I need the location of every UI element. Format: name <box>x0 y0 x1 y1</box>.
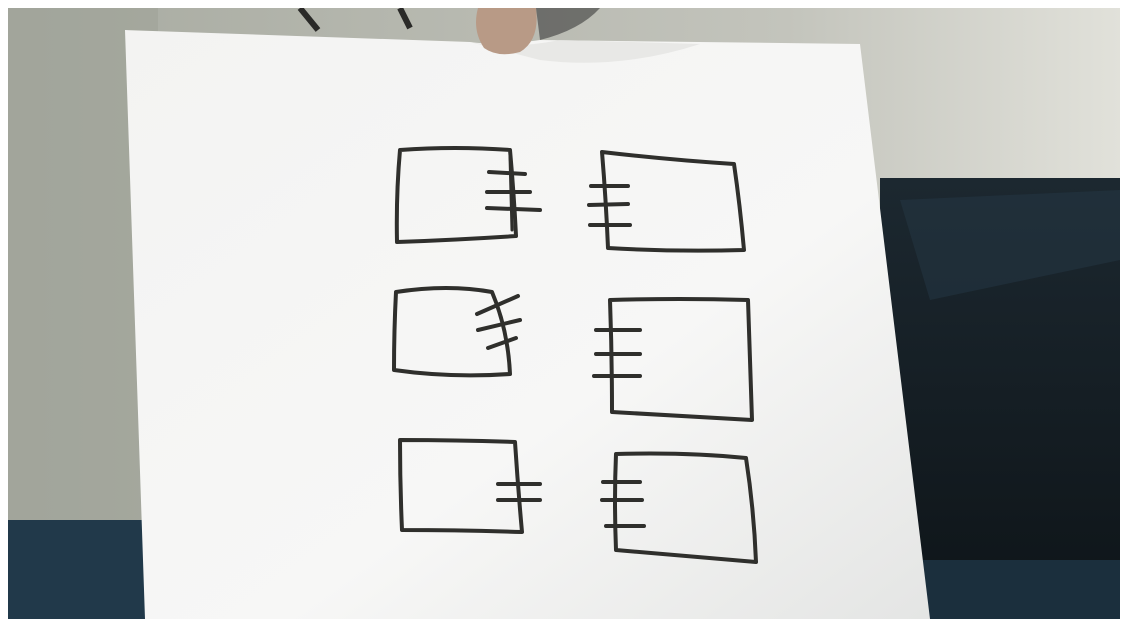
background-blue-fabric-right <box>900 560 1120 619</box>
paper-sheet <box>125 30 930 619</box>
background-blue-fabric <box>8 520 158 619</box>
